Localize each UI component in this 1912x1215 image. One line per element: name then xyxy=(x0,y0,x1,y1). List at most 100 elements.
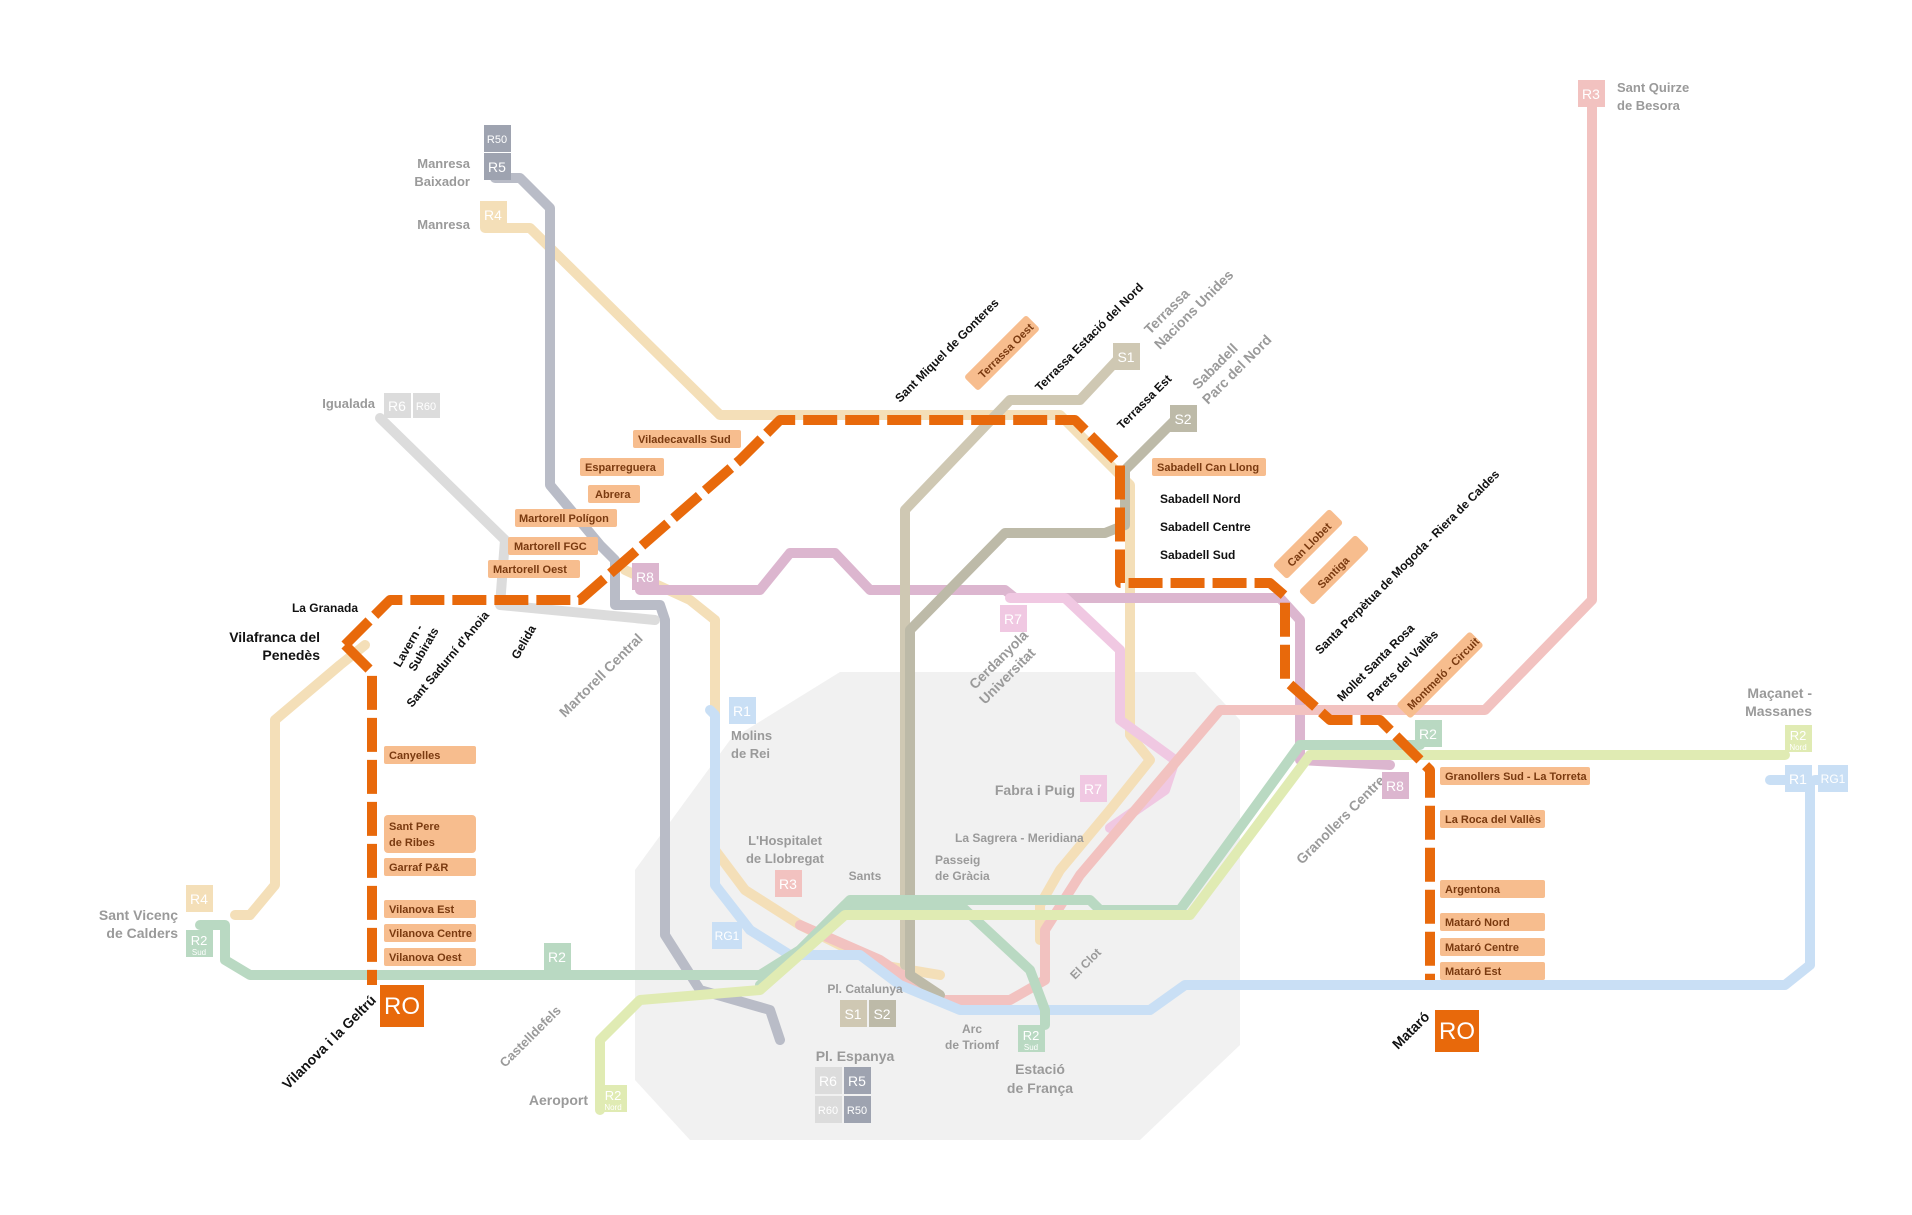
badge-r8-granollers xyxy=(1382,772,1409,799)
svg-text:R5: R5 xyxy=(848,1073,866,1089)
box-martorell-fgc xyxy=(508,537,598,555)
box-sabadell-can-llong xyxy=(1152,458,1266,476)
label-mataro: Mataró xyxy=(1389,1008,1433,1052)
box-mataro-est xyxy=(1440,962,1545,980)
label-vilanova-oest: Vilanova Oest xyxy=(389,952,462,964)
badge-r2nord-macanet xyxy=(1785,725,1812,752)
svg-text:R50: R50 xyxy=(487,134,507,146)
svg-text:R2: R2 xyxy=(605,1088,622,1103)
label-gelida: Gelida xyxy=(508,622,539,661)
line-r4 xyxy=(480,223,1155,945)
box-vilanova-centre xyxy=(384,924,476,942)
label-terrassa-estacio: Terrassa Estació del Nord xyxy=(1032,280,1146,394)
box-mataro-centre xyxy=(1440,938,1545,956)
svg-text:S2: S2 xyxy=(1174,411,1191,427)
badge-r6-igualada xyxy=(384,393,411,418)
box-vilanova-oest xyxy=(384,948,476,966)
box-mataro-nord xyxy=(1440,913,1545,931)
svg-text:R50: R50 xyxy=(847,1105,867,1117)
svg-text:R8: R8 xyxy=(1386,778,1404,794)
label-sant-quirze: Sant Quirze xyxy=(1617,80,1689,95)
label-castelldefels: Castelldefels xyxy=(497,1003,564,1070)
label-sant-vicenc: Sant Vicenç xyxy=(99,907,178,923)
badge-r50-manresa xyxy=(484,125,511,152)
svg-text:RG1: RG1 xyxy=(715,929,740,943)
line-r2nord xyxy=(595,750,1790,1115)
badge-r3-hospitalet xyxy=(775,870,802,897)
label-sabadell-nord: Sabadell Nord xyxy=(1160,492,1241,506)
label-manresa-baixador: Manresa xyxy=(417,156,471,171)
label-estacio-2: de França xyxy=(1007,1080,1073,1096)
label-passeig-2: de Gràcia xyxy=(935,869,990,883)
label-la-roca: La Roca del Vallès xyxy=(1445,814,1541,826)
label-martorell-fgc: Martorell FGC xyxy=(514,541,587,553)
label-sant-pere-2: de Ribes xyxy=(389,837,435,849)
svg-text:S1: S1 xyxy=(1117,349,1134,365)
badge-s1-catalunya xyxy=(840,1000,867,1027)
badge-r4-svc xyxy=(186,885,213,912)
badge-ro-vilanova xyxy=(380,985,424,1027)
label-granollers-sud: Granollers Sud - La Torreta xyxy=(1445,771,1587,783)
label-granollers-centre: Granollers Centre xyxy=(1293,772,1388,867)
label-arc-2: de Triomf xyxy=(945,1038,1000,1052)
svg-text:RG1: RG1 xyxy=(1821,772,1846,786)
label-canyelles: Canyelles xyxy=(389,750,440,762)
badge-r2sud-svc xyxy=(186,930,213,957)
label-macanet-2: Massanes xyxy=(1745,703,1812,719)
label-sabadell-centre: Sabadell Centre xyxy=(1160,520,1251,534)
label-la-granada: La Granada xyxy=(292,601,358,615)
box-la-roca xyxy=(1440,810,1545,828)
badge-ro-mataro xyxy=(1435,1010,1479,1052)
label-martorell-oest: Martorell Oest xyxy=(493,564,567,576)
svg-text:R7: R7 xyxy=(1004,611,1022,627)
svg-text:Sud: Sud xyxy=(1024,1043,1038,1052)
label-vilanova-centre: Vilanova Centre xyxy=(389,928,472,940)
badge-r2nord-aeroport xyxy=(600,1085,627,1112)
line-ro xyxy=(341,415,1435,980)
label-aeroport: Aeroport xyxy=(529,1092,588,1108)
box-esparreguera xyxy=(580,458,664,476)
label-estacio: Estació xyxy=(1015,1061,1065,1077)
label-terrassa-oest: Terrassa Oest xyxy=(977,321,1037,381)
label-mataro-est: Mataró Est xyxy=(1445,966,1502,978)
badge-r7-cerdanyola xyxy=(1000,605,1027,632)
line-ro-vilanova xyxy=(341,641,377,985)
label-sant-pere: Sant Pere xyxy=(389,821,440,833)
svg-text:R3: R3 xyxy=(779,876,797,892)
box-montmelo xyxy=(1397,632,1483,718)
badge-r60-espanya xyxy=(815,1096,842,1123)
svg-text:R2: R2 xyxy=(1790,728,1807,743)
badge-r7-fabra xyxy=(1080,775,1107,802)
svg-text:R3: R3 xyxy=(1582,86,1600,102)
svg-text:R5: R5 xyxy=(488,159,506,175)
box-martorell-oest xyxy=(488,560,580,578)
svg-text:R2: R2 xyxy=(191,933,208,948)
label-sagrera: La Sagrera - Meridiana xyxy=(955,831,1084,845)
badge-s2-sabadell xyxy=(1170,405,1197,432)
label-mataro-nord: Mataró Nord xyxy=(1445,917,1510,929)
label-macanet: Maçanet - xyxy=(1747,685,1812,701)
svg-text:R4: R4 xyxy=(484,207,502,223)
badge-r5-espanya xyxy=(844,1067,871,1094)
badge-r50-espanya xyxy=(844,1096,871,1123)
label-mataro-centre: Mataró Centre xyxy=(1445,942,1519,954)
label-passeig: Passeig xyxy=(935,853,980,867)
label-vilanova-est: Vilanova Est xyxy=(389,904,455,916)
label-sant-vicenc-2: de Calders xyxy=(106,925,178,941)
box-martorell-poligon xyxy=(515,509,617,527)
line-r7 xyxy=(1005,593,1180,833)
box-santiga xyxy=(1299,535,1369,605)
label-abrera: Abrera xyxy=(595,489,631,501)
label-sabadell-sud: Sabadell Sud xyxy=(1160,548,1235,562)
svg-text:RO: RO xyxy=(1439,1018,1475,1045)
label-argentona: Argentona xyxy=(1445,884,1501,896)
label-martorell-poligon: Martorell Polígon xyxy=(519,513,609,525)
svg-text:R8: R8 xyxy=(636,569,654,585)
line-r4-west xyxy=(230,640,370,920)
label-molins-2: de Rei xyxy=(731,746,770,761)
svg-text:R6: R6 xyxy=(819,1073,837,1089)
badge-r8-martorell xyxy=(632,563,659,590)
badge-s2-catalunya xyxy=(869,1000,896,1027)
box-sant-pere xyxy=(384,815,476,853)
badge-r1-molins xyxy=(729,697,756,724)
